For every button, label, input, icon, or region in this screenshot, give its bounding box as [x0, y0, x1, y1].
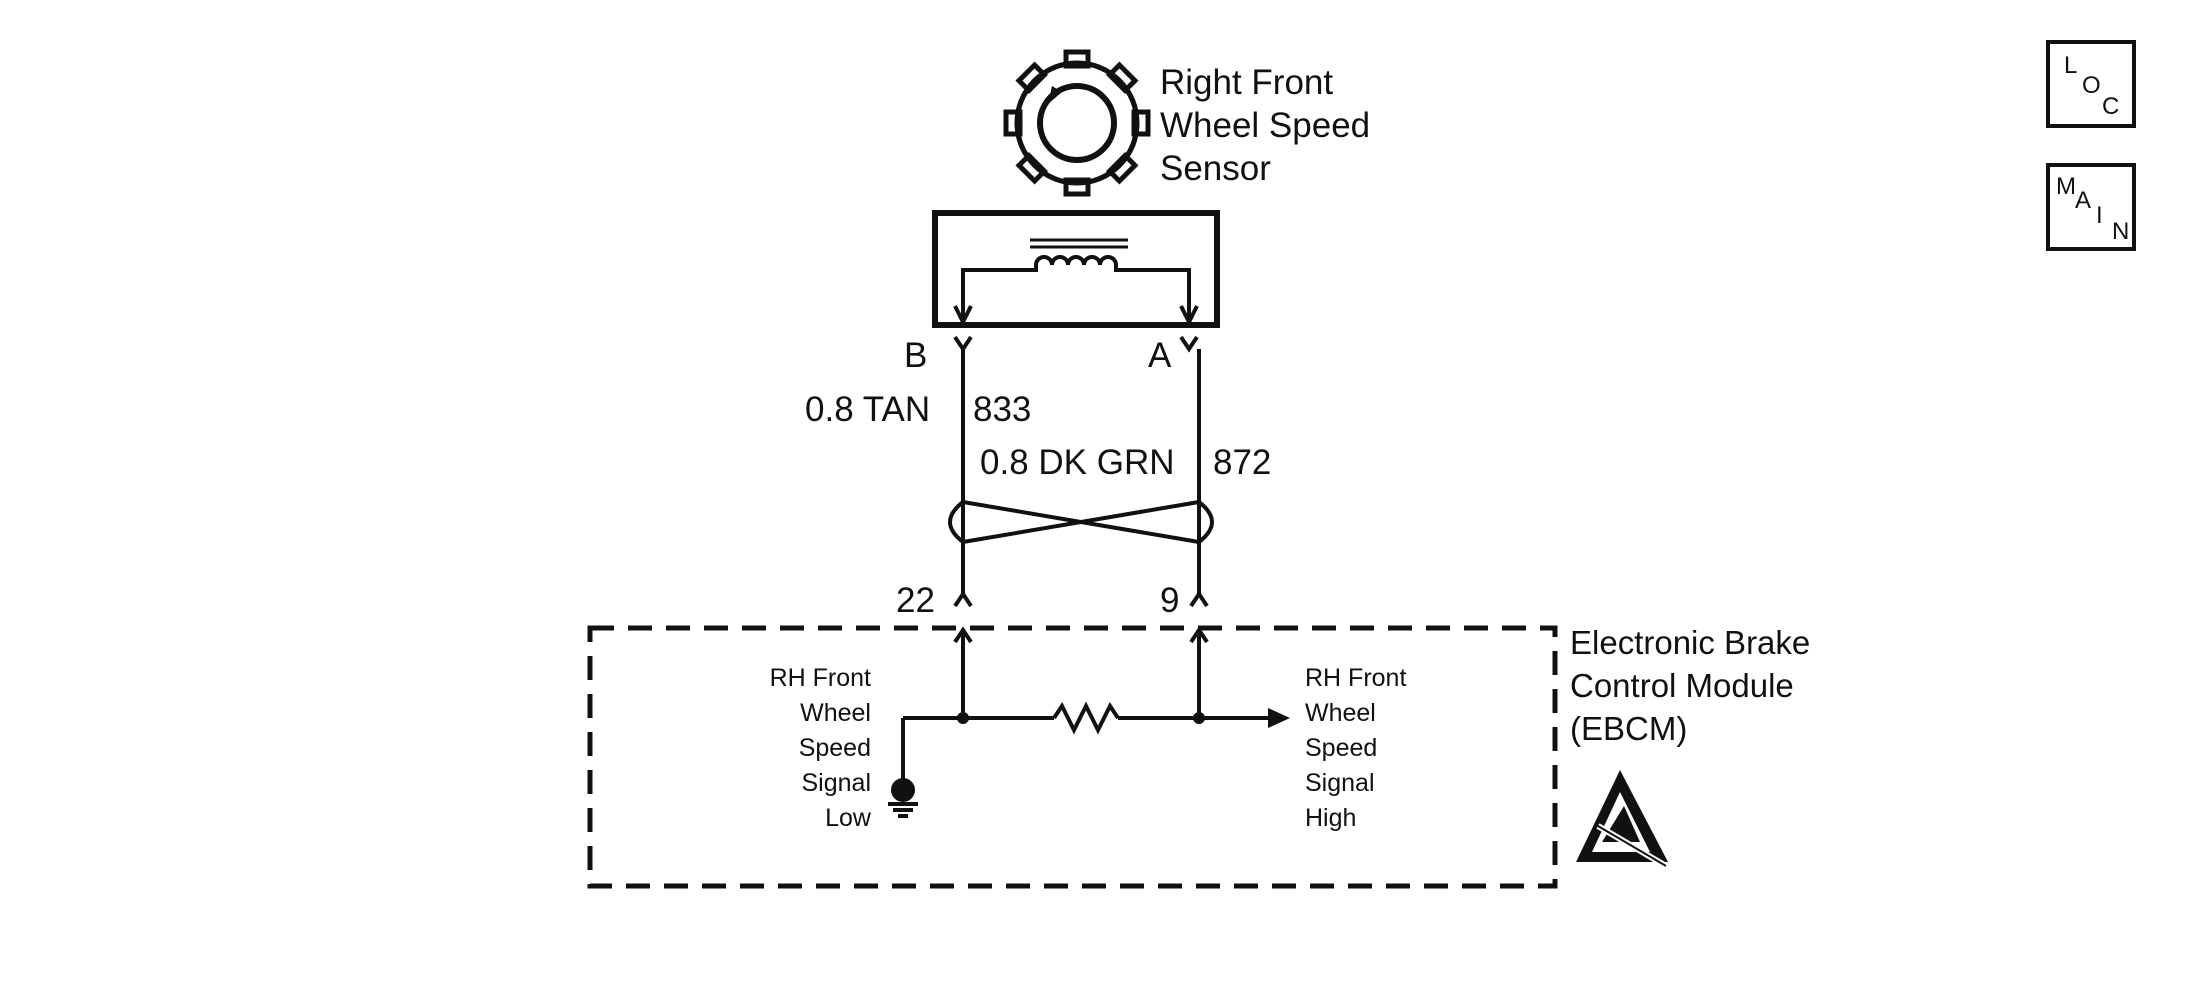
sensor-name-line1: Right Front — [1160, 63, 1333, 102]
low-signal-line5: Low — [825, 804, 872, 832]
high-signal-line2: Wheel — [1305, 699, 1376, 727]
sensor-name-line3: Sensor — [1160, 149, 1271, 188]
sensor-name-line2: Wheel Speed — [1160, 106, 1370, 145]
ebcm-boundary — [587, 625, 1558, 889]
loc-letter-l: L — [2064, 52, 2078, 79]
low-signal-line2: Wheel — [800, 699, 871, 727]
low-signal-line1: RH Front — [770, 664, 871, 692]
loc-letter-c: C — [2102, 93, 2120, 120]
module-terminal-9: 9 — [1160, 581, 1179, 620]
wires — [953, 335, 1209, 608]
low-signal-line4: Signal — [802, 769, 872, 797]
right-wire-gauge-color: 0.8 DK GRN — [980, 443, 1175, 482]
module-terminal-22: 22 — [896, 581, 935, 620]
high-signal-line3: Speed — [1305, 734, 1377, 762]
wheel-speed-sensor-icon — [1003, 49, 1151, 197]
sensor-terminal-a: A — [1148, 336, 1172, 375]
sensor-body — [932, 210, 1220, 328]
high-signal-line5: High — [1305, 804, 1356, 832]
ebcm-internal-circuit — [888, 626, 1268, 818]
low-signal-line3: Speed — [799, 734, 871, 762]
main-letter-a: A — [2075, 187, 2092, 214]
module-name-line2: Control Module — [1570, 667, 1794, 704]
main-letter-i: I — [2096, 202, 2103, 229]
esd-warning-icon — [1576, 770, 1668, 869]
ground-icon — [891, 778, 915, 802]
main-letter-m: M — [2056, 173, 2076, 200]
loc-button[interactable]: L O C — [2046, 40, 2136, 128]
sensor-terminal-b: B — [904, 336, 927, 375]
module-name-line3: (EBCM) — [1570, 710, 1687, 747]
module-name-line1: Electronic Brake — [1570, 624, 1810, 661]
splice-dots — [957, 708, 1290, 728]
right-wire-circuit: 872 — [1213, 443, 1271, 482]
left-wire-circuit: 833 — [973, 390, 1031, 429]
main-button[interactable]: M A I N — [2046, 163, 2136, 251]
twisted-pair-symbol — [948, 500, 1214, 544]
loc-letter-o: O — [2082, 72, 2101, 99]
high-signal-line1: RH Front — [1305, 664, 1406, 692]
left-wire-gauge-color: 0.8 TAN — [805, 390, 930, 429]
main-letter-n: N — [2112, 218, 2130, 245]
high-signal-line4: Signal — [1305, 769, 1375, 797]
